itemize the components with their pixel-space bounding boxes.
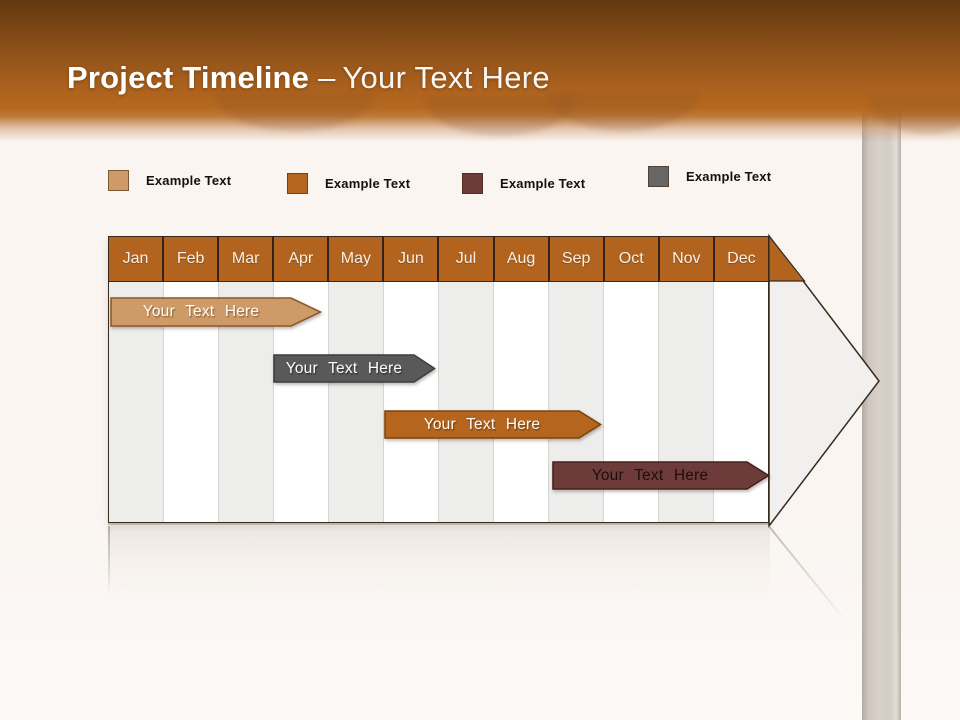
- bar-label: Your Text Here: [285, 359, 403, 377]
- month-label: Jan: [122, 250, 149, 267]
- timeline-bar: Your Text Here: [110, 297, 322, 327]
- bar-label: Your Text Here: [142, 303, 260, 320]
- legend-swatch-maroon: [462, 173, 483, 194]
- timeline-arrowhead: [768, 234, 880, 528]
- month-cell: May: [329, 237, 385, 281]
- legend-item: Example Text: [287, 173, 410, 194]
- month-cell: Aug: [495, 237, 550, 281]
- slide-title-placeholder: Your Text Here: [342, 60, 550, 95]
- slide-title: Project Timeline–Your Text Here: [67, 60, 550, 96]
- timeline-bar: Your Text Here: [384, 410, 602, 439]
- legend-label: Example Text: [686, 169, 772, 184]
- grid-column: [439, 282, 494, 522]
- month-cell: Sep: [550, 237, 605, 281]
- legend-swatch-orange: [287, 173, 308, 194]
- legend-item: Example Text: [108, 170, 231, 191]
- month-label: Nov: [672, 250, 701, 267]
- legend-label: Example Text: [500, 176, 586, 191]
- month-cell: Feb: [164, 237, 220, 281]
- legend-label: Example Text: [146, 173, 232, 188]
- month-header-row: Jan Feb Mar Apr May Jun Jul Aug Sep Oct …: [109, 237, 768, 282]
- legend-item: Example Text: [462, 173, 585, 194]
- month-label: Apr: [288, 250, 314, 267]
- month-cell: Mar: [219, 237, 275, 281]
- month-cell: Nov: [660, 237, 715, 281]
- month-label: Mar: [231, 250, 260, 267]
- bar-label: Your Text Here: [423, 415, 541, 433]
- timeline-table: Jan Feb Mar Apr May Jun Jul Aug Sep Oct …: [108, 236, 769, 523]
- legend-item: Example Text: [648, 166, 771, 187]
- bar-shape: [384, 410, 602, 439]
- legend-swatch-tan: [108, 170, 129, 191]
- slide-title-main: Project Timeline: [67, 60, 310, 95]
- timeline-grid-columns: [109, 282, 768, 522]
- grid-column: [384, 282, 439, 522]
- legend-label: Example Text: [325, 176, 411, 191]
- grid-column: [494, 282, 549, 522]
- month-label: Dec: [727, 250, 756, 267]
- bar-shape: [110, 297, 322, 327]
- timeline-bar: Your Text Here: [273, 354, 436, 383]
- month-label: Oct: [618, 250, 644, 267]
- month-label: Feb: [176, 250, 205, 267]
- month-cell: Apr: [274, 237, 330, 281]
- month-cell: Jul: [439, 237, 495, 281]
- slide-title-separator: –: [318, 60, 336, 95]
- table-reflection: [108, 526, 770, 611]
- month-label: Aug: [506, 250, 536, 267]
- month-cell: Dec: [715, 237, 768, 281]
- month-label: Jul: [455, 250, 477, 267]
- month-cell: Oct: [605, 237, 660, 281]
- bar-shape: [273, 354, 436, 383]
- header-band: [0, 0, 960, 145]
- reflection-left-edge: [108, 526, 110, 596]
- grid-column: [329, 282, 384, 522]
- month-label: Jun: [398, 250, 424, 267]
- month-label: May: [340, 250, 371, 267]
- reflection-diagonal: [768, 526, 845, 619]
- timeline-bar: Your Text Here: [552, 461, 770, 490]
- legend-swatch-gray: [648, 166, 669, 187]
- bar-label: Your Text Here: [591, 466, 709, 484]
- bar-shape: [552, 461, 770, 490]
- month-label: Sep: [561, 250, 591, 267]
- month-cell: Jan: [109, 237, 165, 281]
- month-cell: Jun: [384, 237, 440, 281]
